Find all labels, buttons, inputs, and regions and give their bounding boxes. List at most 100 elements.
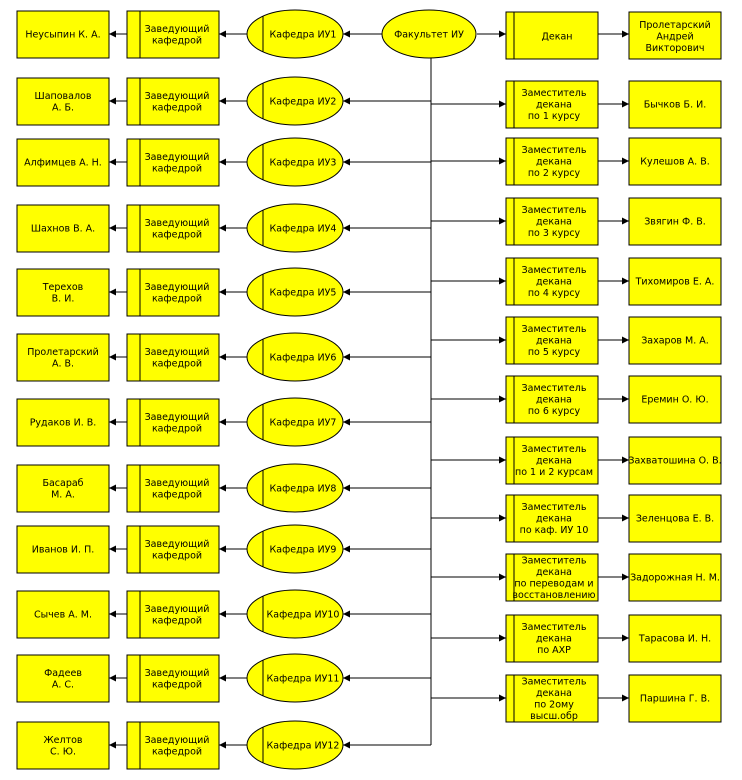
- deputy-person-box-5[interactable]: Захаров М. А.: [628, 316, 722, 365]
- department-node-2[interactable]: Кафедра ИУ2: [246, 76, 344, 126]
- dean-box[interactable]: Декан: [505, 11, 599, 60]
- department-node-7-shape: [246, 397, 344, 447]
- department-head-person-label-line: Басараб: [42, 478, 83, 489]
- department-node-7[interactable]: Кафедра ИУ7: [246, 397, 344, 447]
- deputy-person-box-7[interactable]: Захватошина О. В.: [628, 436, 722, 485]
- department-node-10[interactable]: Кафедра ИУ10: [246, 589, 344, 639]
- department-node-6[interactable]: Кафедра ИУ6: [246, 332, 344, 382]
- deputy-person-box-3[interactable]: Звягин Ф. В.: [628, 197, 722, 246]
- deputy-role-box-8-shape: [505, 494, 599, 543]
- deputy-person-label: Зеленцова Е. В.: [636, 514, 714, 525]
- deputy-person-box-11[interactable]: Паршина Г. В.: [628, 674, 722, 723]
- department-head-person-label-line: Шахнов В. А.: [31, 224, 95, 235]
- department-head-person-label: Сычев А. М.: [34, 610, 92, 621]
- deputy-person-label: Задорожная Н. М.: [630, 573, 720, 584]
- faculty-node[interactable]: Факультет ИУ: [381, 9, 477, 59]
- department-head-person-label-line: Неусыпин К. А.: [25, 30, 100, 41]
- deputy-person-label-line: Бычков Б. И.: [644, 100, 706, 111]
- deputy-person-box-4[interactable]: Тихомиров Е. А.: [628, 257, 722, 306]
- deputy-role-box-2-shape: [505, 137, 599, 186]
- department-head-person-box-1-shape: [16, 10, 110, 59]
- department-head-role-label-line: кафедрой: [152, 229, 202, 240]
- deputy-role-label-line: декана: [536, 100, 572, 111]
- department-node-11[interactable]: Кафедра ИУ11: [246, 653, 344, 703]
- department-label-line: Кафедра ИУ1: [270, 30, 337, 41]
- dean-box-shape: [505, 11, 599, 60]
- deputy-person-box-9[interactable]: Задорожная Н. М.: [628, 553, 722, 602]
- department-head-person-box-4[interactable]: Шахнов В. А.: [16, 204, 110, 253]
- department-node-12[interactable]: Кафедра ИУ12: [246, 720, 344, 770]
- deputy-person-box-2[interactable]: Кулешов А. В.: [628, 137, 722, 186]
- department-head-person-label: Рудаков И. В.: [30, 418, 97, 429]
- department-label: Кафедра ИУ8: [270, 484, 337, 495]
- department-head-person-box-9[interactable]: Иванов И. П.: [16, 525, 110, 574]
- deputy-person-label-line: Тихомиров Е. А.: [635, 277, 715, 288]
- department-node-5[interactable]: Кафедра ИУ5: [246, 267, 344, 317]
- deputy-role-label-line: по 3 курсу: [528, 228, 581, 239]
- department-node-3[interactable]: Кафедра ИУ3: [246, 137, 344, 187]
- deputy-person-box-1[interactable]: Бычков Б. И.: [628, 80, 722, 129]
- deputy-person-box-8[interactable]: Зеленцова Е. В.: [628, 494, 722, 543]
- deputy-role-label-line: по 2ому: [534, 699, 574, 710]
- department-label-line: Кафедра ИУ7: [270, 418, 337, 429]
- department-label: Кафедра ИУ1: [270, 30, 337, 41]
- department-head-person-box-7[interactable]: Рудаков И. В.: [16, 398, 110, 447]
- deputy-role-label-line: Заместитель: [522, 205, 587, 216]
- department-head-person-label: Иванов И. П.: [32, 545, 94, 556]
- department-head-person-label-line: Желтов: [43, 735, 82, 746]
- department-label: Кафедра ИУ3: [270, 158, 337, 169]
- department-head-person-box-1[interactable]: Неусыпин К. А.: [16, 10, 110, 59]
- department-node-4[interactable]: Кафедра ИУ4: [246, 203, 344, 253]
- department-node-8[interactable]: Кафедра ИУ8: [246, 463, 344, 513]
- department-head-person-box-6-shape: [16, 333, 110, 382]
- deputy-person-box-10-shape: [628, 614, 722, 663]
- department-head-person-box-10[interactable]: Сычев А. М.: [16, 590, 110, 639]
- deputy-role-label-line: восстановлению: [512, 590, 595, 601]
- deputy-role-label-line: по 4 курсу: [528, 288, 581, 299]
- deputy-person-box-6-shape: [628, 375, 722, 424]
- deputy-person-box-10[interactable]: Тарасова И. Н.: [628, 614, 722, 663]
- deputy-role-box-6-shape: [505, 375, 599, 424]
- deputy-role-box-3-shape: [505, 197, 599, 246]
- department-head-person-box-3[interactable]: Алфимцев А. Н.: [16, 138, 110, 187]
- department-node-9[interactable]: Кафедра ИУ9: [246, 524, 344, 574]
- deputy-person-box-6[interactable]: Еремин О. Ю.: [628, 375, 722, 424]
- department-node-1[interactable]: Кафедра ИУ1: [246, 9, 344, 59]
- department-head-role-box-1-shape: [126, 10, 220, 59]
